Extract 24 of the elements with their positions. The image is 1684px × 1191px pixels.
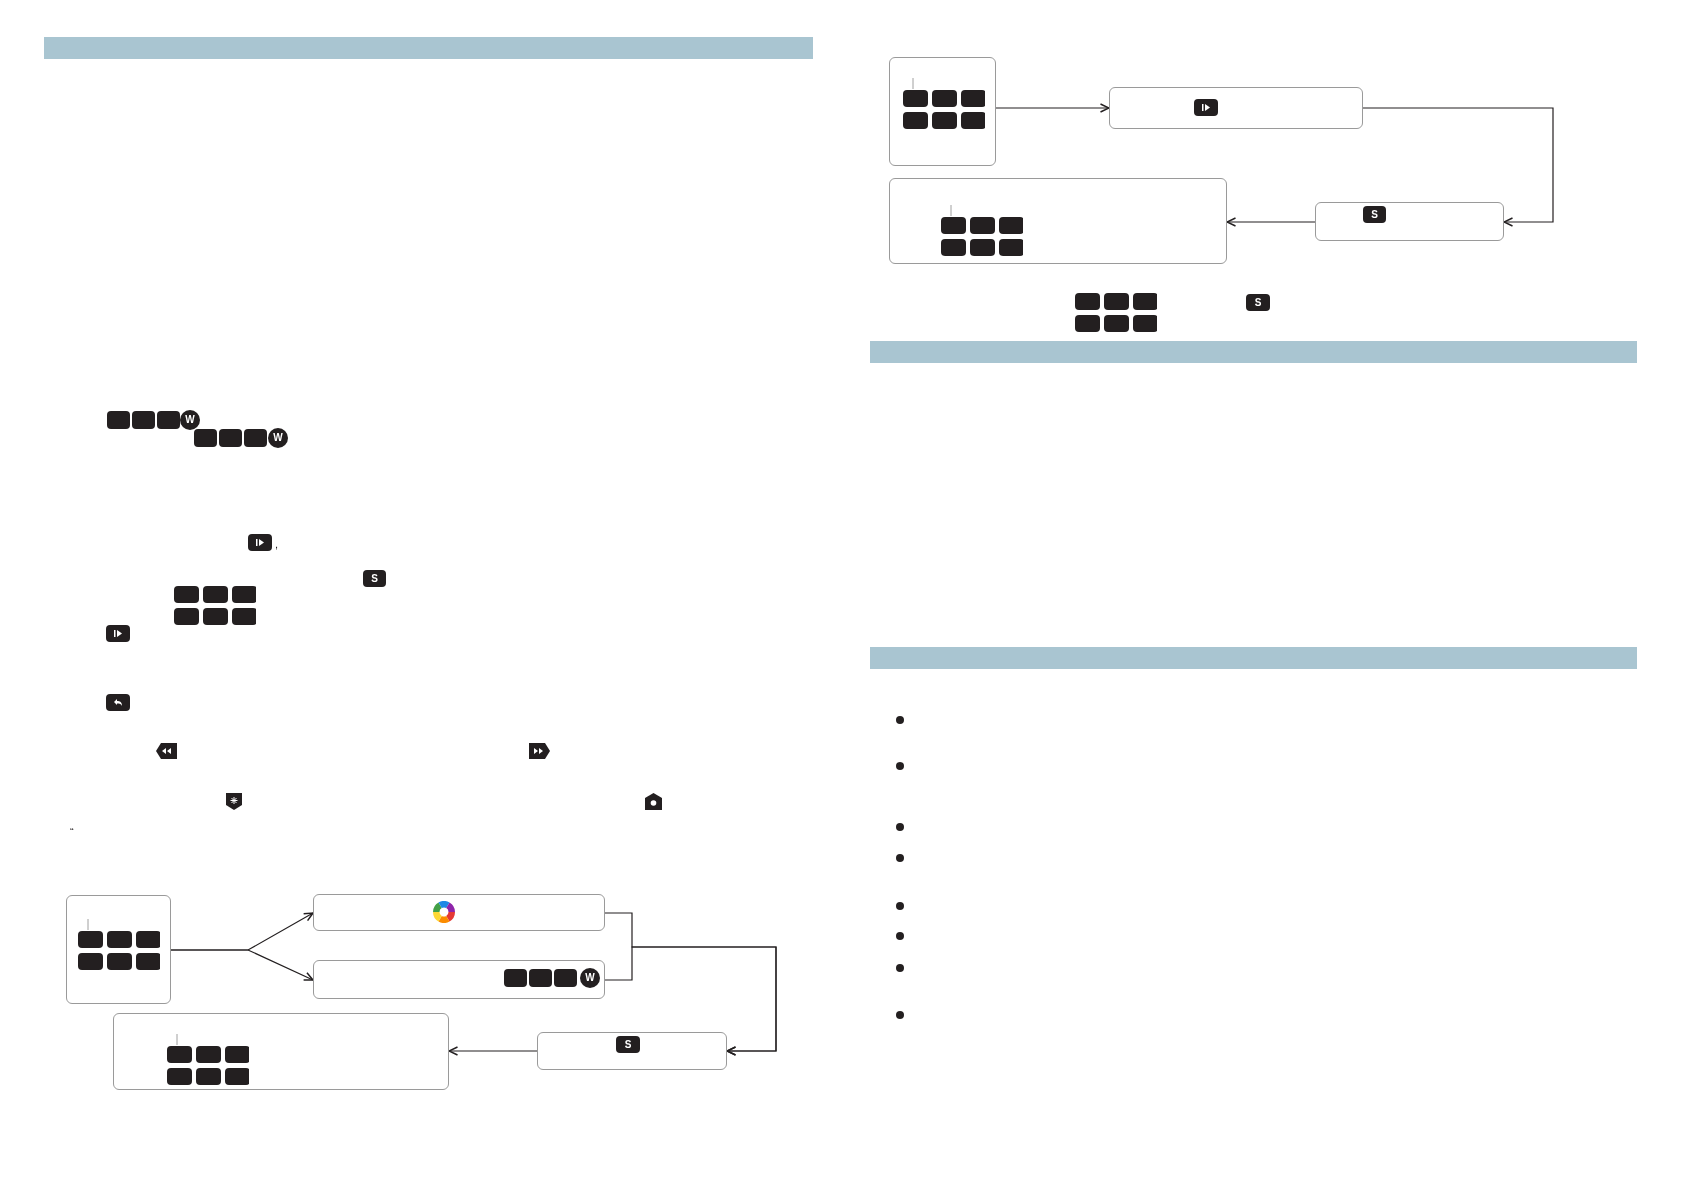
key-cap: S <box>616 1036 640 1053</box>
arrow <box>170 949 314 981</box>
key-cap: S <box>1246 294 1270 311</box>
key-cap: W <box>268 428 288 448</box>
step-box <box>537 1032 727 1070</box>
step-box <box>1315 202 1504 241</box>
arrow <box>1362 107 1554 227</box>
arrow <box>448 1046 538 1056</box>
step-box <box>66 895 171 1004</box>
text-mark: , <box>275 538 279 550</box>
step-box <box>313 894 605 931</box>
step-box <box>113 1013 449 1090</box>
step-box <box>313 960 605 999</box>
key-cap: S <box>1363 206 1386 223</box>
step-box <box>889 178 1227 264</box>
arrow <box>1226 217 1316 227</box>
key-cap: S <box>363 570 386 587</box>
text-mark: “ <box>70 826 74 838</box>
key-cap: W <box>180 410 200 430</box>
arrow <box>604 946 777 1056</box>
step-box <box>889 57 996 166</box>
step-box <box>1109 87 1363 129</box>
key-cap: W <box>580 968 600 988</box>
arrow <box>995 103 1110 113</box>
